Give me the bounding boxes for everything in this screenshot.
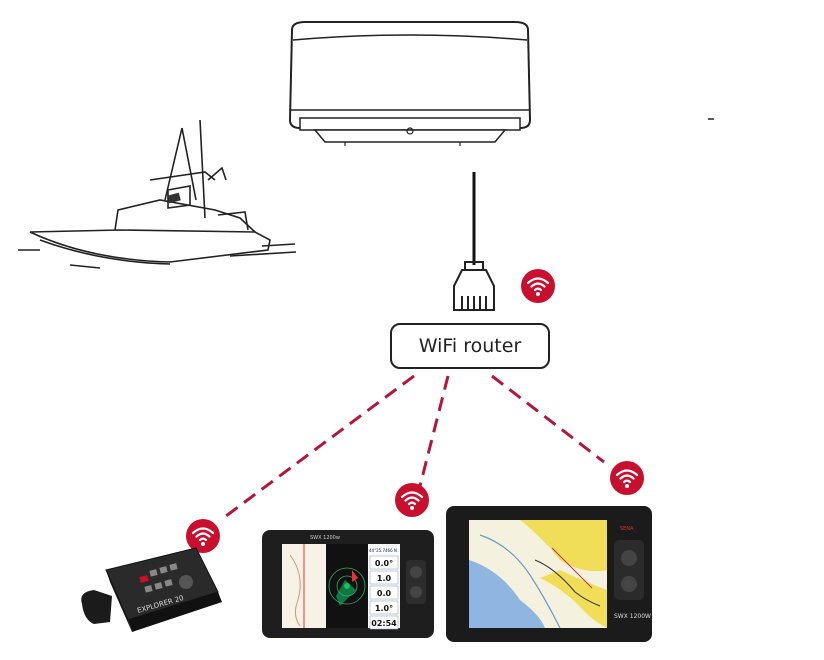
readout-cell <box>369 615 399 630</box>
readout-cell <box>369 555 399 570</box>
readout-value: 02:54 <box>371 619 397 628</box>
wifi-icon <box>526 277 550 296</box>
wifi-router-box: WiFi router <box>390 323 550 369</box>
wifi-badge-keypad <box>186 519 220 553</box>
boat-radar-mount <box>167 192 181 204</box>
link-to-large-display <box>491 374 605 464</box>
wifi-icon <box>400 491 424 510</box>
link-to-keypad <box>225 374 415 518</box>
wifi-icon <box>615 469 639 488</box>
wifi-badge-router <box>521 269 555 303</box>
readout-value: 1.0 <box>377 574 392 583</box>
ethernet-plug-icon <box>453 261 495 311</box>
readout-cell <box>369 600 399 615</box>
small-plotter-device: 44°25.7466 N 0.0° 1.0 0.0 1.0° 02:54 SWX 120… <box>262 530 434 638</box>
remote-keypad-device: EXPLORER 20 <box>81 547 222 632</box>
radar-dome-icon <box>288 21 532 146</box>
large-plotter-device: SENA SWX 1200W <box>446 506 652 642</box>
wifi-badge-small-display <box>395 483 429 517</box>
readout-value: 1.0° <box>375 604 393 613</box>
small-display-header: 44°25.7466 N <box>369 548 397 553</box>
readout-cell <box>369 585 399 600</box>
boat-icon <box>18 119 297 269</box>
large-display-model: SWX 1200W <box>614 613 651 620</box>
wifi-icon <box>191 527 215 546</box>
readout-value: 0.0° <box>375 559 393 568</box>
link-to-small-display <box>418 375 450 487</box>
wifi-router-label: WiFi router <box>418 335 522 357</box>
wifi-badge-large-display <box>610 461 644 495</box>
readout-cell <box>369 570 399 585</box>
wireless-links <box>225 374 605 518</box>
readout-value: 0.0 <box>377 589 392 598</box>
large-display-brand: SENA <box>620 526 634 532</box>
small-display-model: SWX 1200w <box>310 535 340 541</box>
